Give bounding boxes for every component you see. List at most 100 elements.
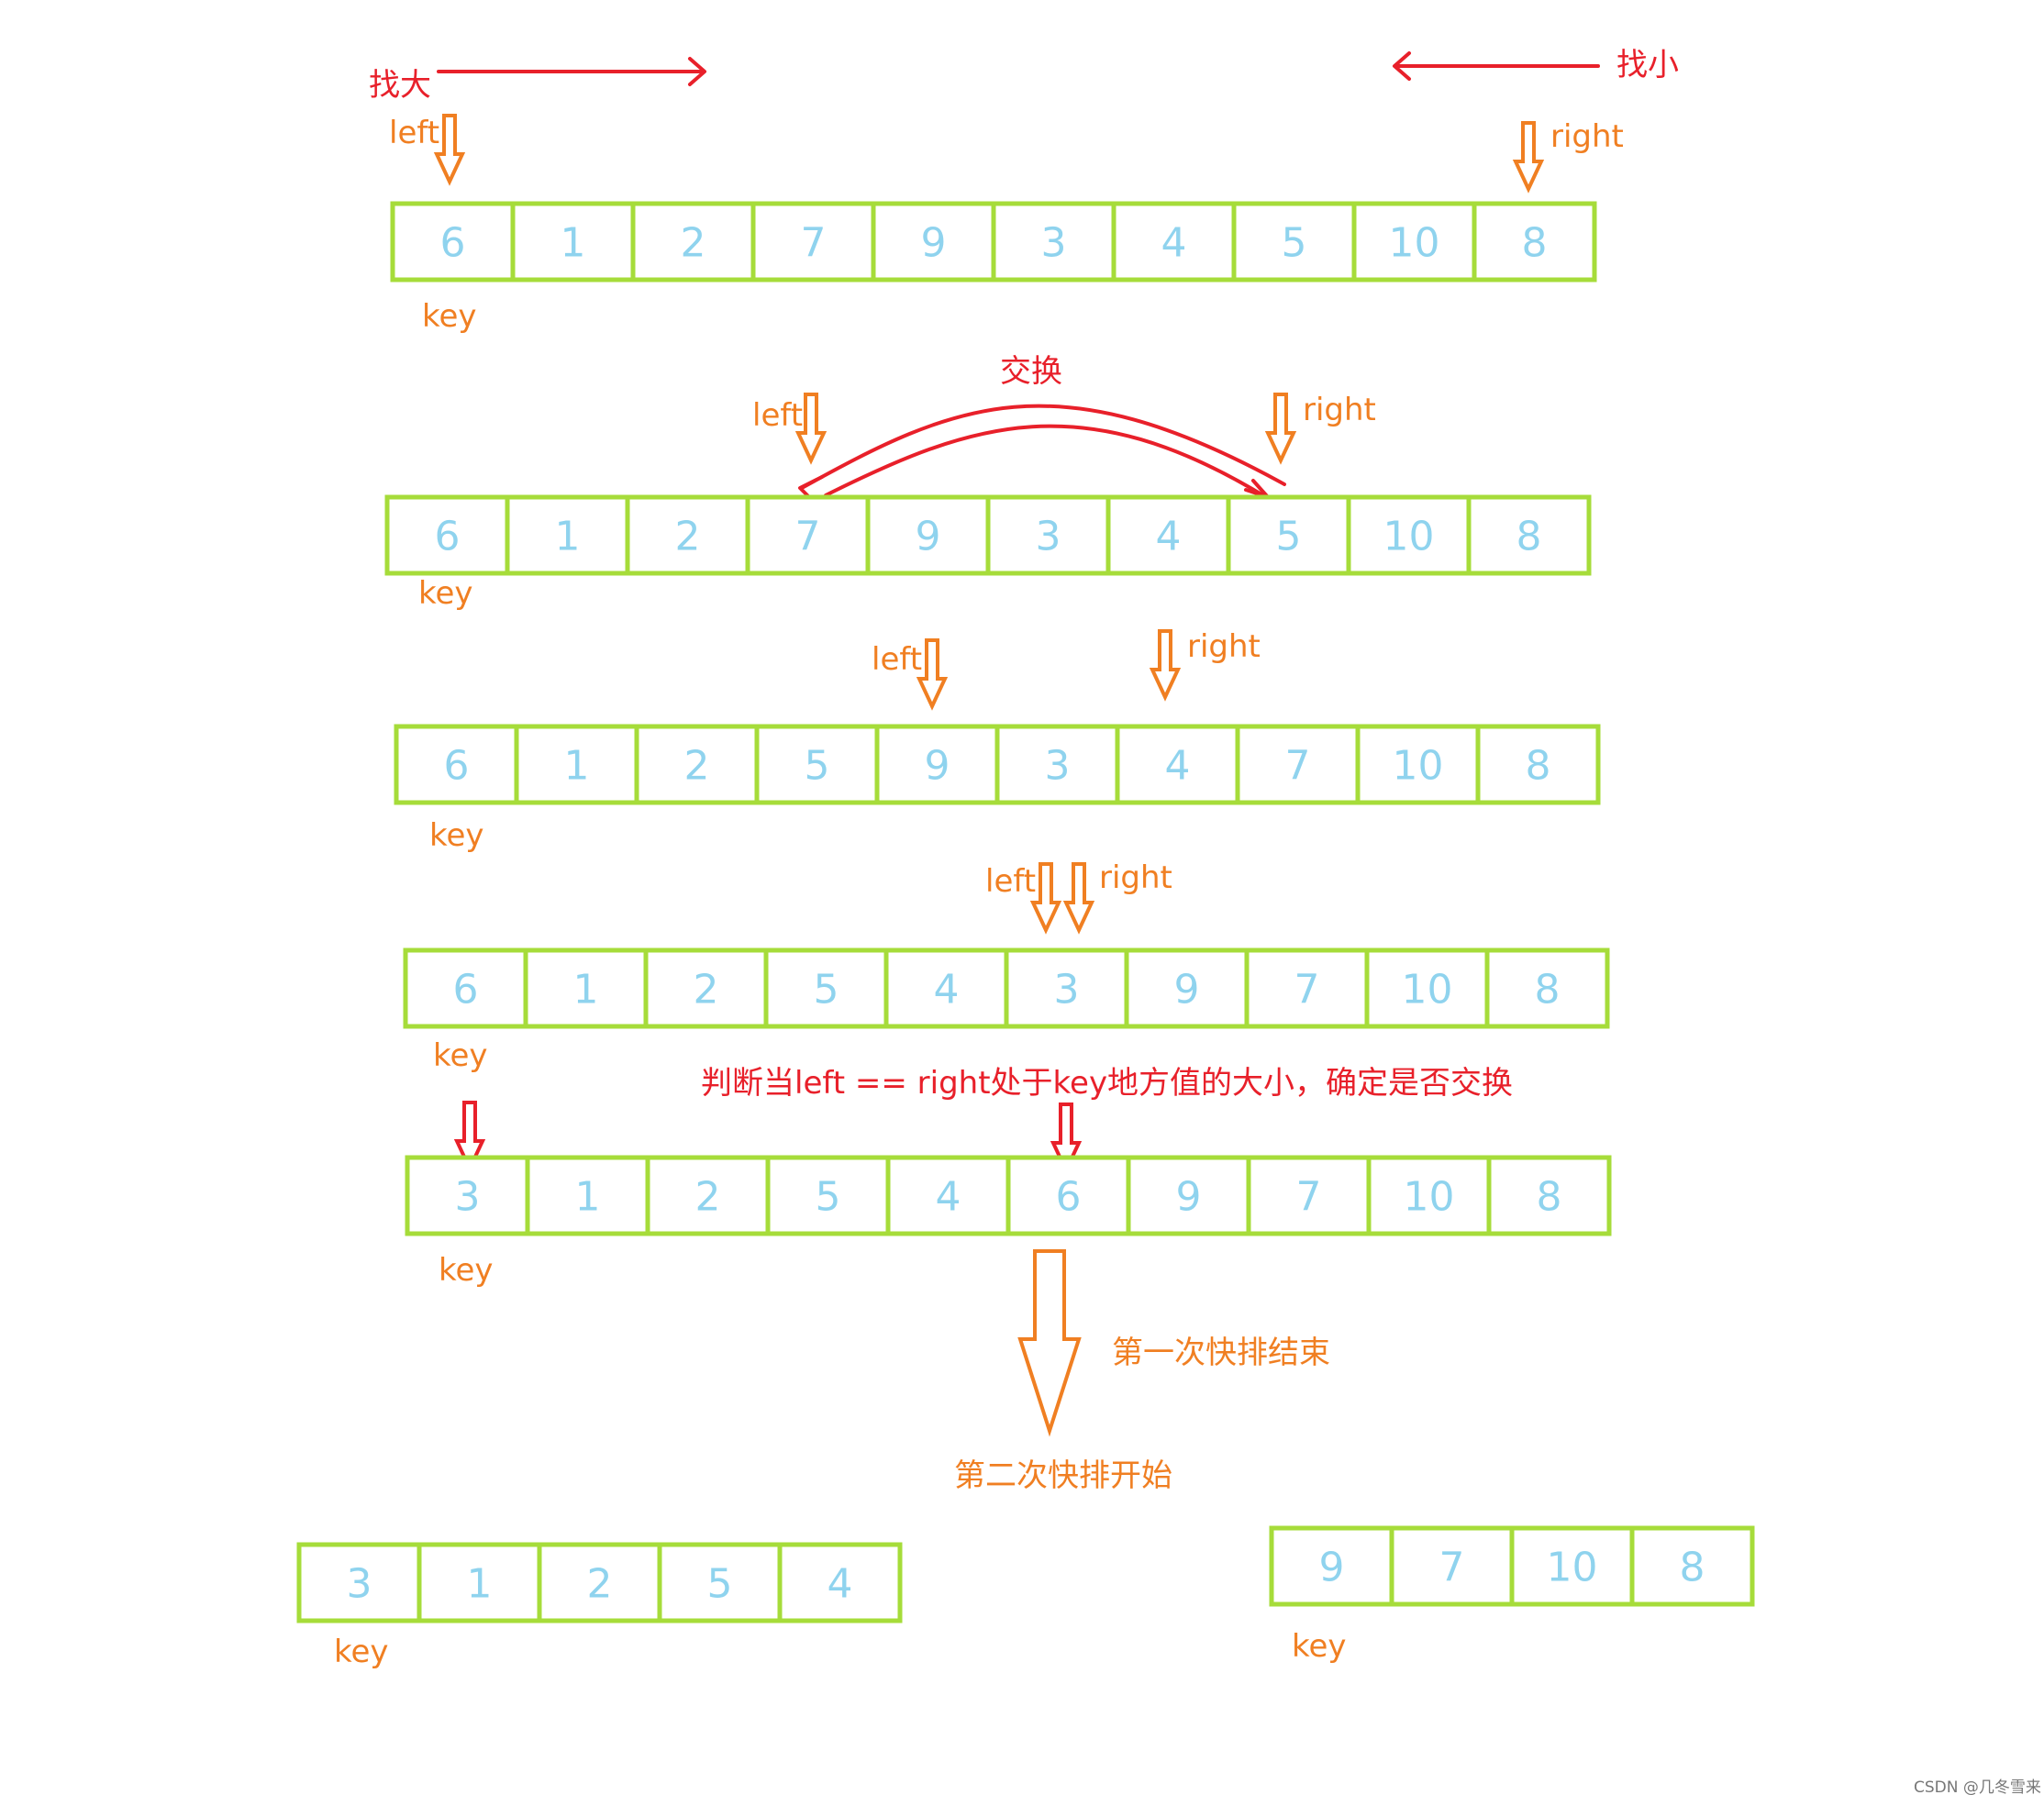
array-cell xyxy=(1486,1155,1612,1236)
key-label: key xyxy=(433,1037,488,1074)
left-pointer-label: left xyxy=(389,115,439,151)
array-cell xyxy=(1105,494,1231,576)
array-cell-value: 6 xyxy=(1056,1174,1082,1221)
array-cell-value: 2 xyxy=(684,743,710,790)
array-cell xyxy=(1244,947,1370,1029)
array-cell-value: 2 xyxy=(695,1174,721,1221)
array-cell-value: 6 xyxy=(435,514,461,560)
array-cell xyxy=(754,724,880,805)
array-cell-value: 10 xyxy=(1383,514,1435,560)
array-cell-value: 5 xyxy=(816,1174,841,1221)
array-cell-value: 4 xyxy=(936,1174,961,1221)
array-cell xyxy=(1004,947,1129,1029)
array-cell xyxy=(384,494,510,576)
array-cell-value: 9 xyxy=(916,514,941,560)
array-cell xyxy=(765,1155,891,1236)
array-cell xyxy=(403,947,528,1029)
array-cell xyxy=(417,1542,542,1623)
array-cell xyxy=(1475,724,1601,805)
array-cell xyxy=(514,724,639,805)
array-cell-value: 2 xyxy=(694,967,719,1014)
right-pointer-label: right xyxy=(1099,859,1172,896)
array-cell xyxy=(1364,947,1490,1029)
array-cell-value: 2 xyxy=(675,514,701,560)
array-cell-value: 4 xyxy=(934,967,960,1014)
array-cell-value: 2 xyxy=(681,220,706,267)
array-cell xyxy=(1629,1525,1755,1607)
array-cell-value: 5 xyxy=(1276,514,1302,560)
array-cell xyxy=(1246,1155,1372,1236)
left-pointing-arrow xyxy=(1393,51,1600,81)
array-cell-value: 3 xyxy=(1054,967,1080,1014)
swap-curve-arrows xyxy=(798,404,1286,504)
array-cell-value: 8 xyxy=(1535,967,1561,1014)
array-cell-value: 1 xyxy=(467,1561,493,1608)
array-cell-value: 9 xyxy=(1176,1174,1202,1221)
array-cell-value: 1 xyxy=(555,514,581,560)
key-label: key xyxy=(439,1252,494,1289)
array-cell xyxy=(994,724,1120,805)
array-cell-value: 3 xyxy=(347,1561,372,1608)
right-pointing-arrow xyxy=(437,57,706,86)
array-cell-value: 4 xyxy=(1156,514,1182,560)
array-cell-value: 2 xyxy=(587,1561,613,1608)
array-cell-value: 7 xyxy=(1294,967,1320,1014)
swap-label: 交换 xyxy=(1000,353,1062,390)
array-cell xyxy=(523,947,649,1029)
array-cell-value: 4 xyxy=(1161,220,1187,267)
key-label: key xyxy=(334,1634,389,1670)
judge-note: 判断当left == right处于key地方值的大小，确定是否交换 xyxy=(701,1065,1513,1102)
big-down-arrow xyxy=(1017,1249,1082,1437)
array-cell xyxy=(1005,1155,1131,1236)
right-pointer-label: right xyxy=(1303,392,1376,428)
array-cell xyxy=(1484,947,1610,1029)
key-label: key xyxy=(422,298,477,335)
array-cell-value: 8 xyxy=(1526,743,1551,790)
array-cell xyxy=(745,494,871,576)
left-pointer-label: left xyxy=(752,397,803,434)
array-cell-value: 7 xyxy=(1439,1545,1465,1591)
array-cell-value: 6 xyxy=(440,220,466,267)
array-cell-value: 9 xyxy=(921,220,947,267)
array-cell-value: 3 xyxy=(455,1174,481,1221)
array-cell-value: 7 xyxy=(801,220,827,267)
array-cell-value: 1 xyxy=(573,967,599,1014)
left-pointer-arrow xyxy=(435,114,464,183)
array-cell xyxy=(1351,201,1477,283)
array-cell xyxy=(630,201,756,283)
array-cell-value: 8 xyxy=(1516,514,1542,560)
left-pointer-label: left xyxy=(985,863,1036,900)
array-cell-value: 10 xyxy=(1389,220,1440,267)
right-pointer-arrow xyxy=(1064,862,1094,932)
array-cell xyxy=(1509,1525,1635,1607)
array-cell-value: 5 xyxy=(805,743,830,790)
left-pointer-label: left xyxy=(872,641,922,678)
array-cell xyxy=(634,724,760,805)
left-pointer-arrow xyxy=(1031,862,1061,932)
array-cell-value: 5 xyxy=(814,967,839,1014)
array-cell-value: 7 xyxy=(1285,743,1311,790)
array-cell-value: 6 xyxy=(444,743,470,790)
array-cell xyxy=(1389,1525,1515,1607)
array-cell-value: 1 xyxy=(575,1174,601,1221)
array-cell-value: 6 xyxy=(453,967,479,1014)
array-cell xyxy=(750,201,876,283)
array-cell xyxy=(505,494,630,576)
array-cell xyxy=(1269,1525,1394,1607)
find-big-label: 找大 xyxy=(369,67,431,104)
array-cell-value: 4 xyxy=(828,1561,853,1608)
array-cell xyxy=(777,1542,903,1623)
right-pointer-arrow xyxy=(1150,629,1180,699)
watermark: CSDN @几冬雪来 xyxy=(1914,1778,2041,1795)
key-label: key xyxy=(1292,1628,1347,1665)
array-cell xyxy=(885,1155,1011,1236)
key-label: key xyxy=(418,575,473,612)
array-cell-value: 3 xyxy=(1041,220,1067,267)
array-cell-value: 8 xyxy=(1522,220,1548,267)
